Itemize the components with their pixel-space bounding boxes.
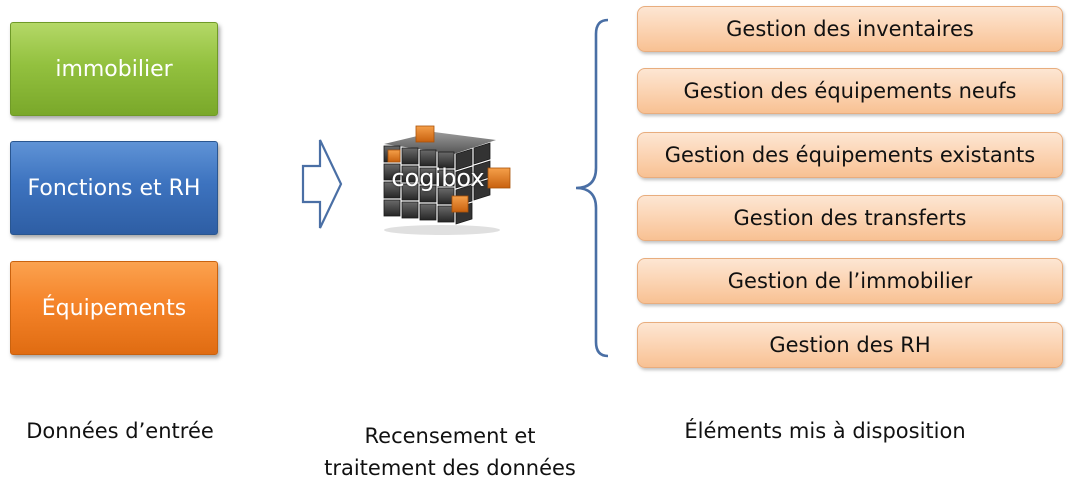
caption-input-data: Données d’entrée: [26, 419, 214, 443]
output-box-label: Gestion des transferts: [733, 206, 967, 230]
caption-processing-line-1: Recensement et: [364, 424, 536, 448]
output-box-label: Gestion des équipements neufs: [683, 79, 1017, 103]
input-box-equipements: Équipements: [10, 261, 218, 355]
cogibox-cube-icon: [383, 125, 511, 235]
input-box-label: Fonctions et RH: [27, 175, 201, 201]
output-box-equipements-existants: Gestion des équipements existants: [637, 132, 1063, 178]
output-box-transferts: Gestion des transferts: [637, 195, 1063, 241]
input-box-label: immobilier: [55, 56, 173, 82]
arrow-right-icon: [301, 139, 343, 229]
output-box-label: Gestion des équipements existants: [664, 143, 1036, 167]
output-box-label: Gestion des RH: [769, 333, 931, 357]
output-box-equipements-neufs: Gestion des équipements neufs: [637, 68, 1063, 114]
input-box-label: Équipements: [41, 295, 187, 321]
caption-output-elements: Éléments mis à disposition: [684, 419, 966, 443]
output-box-immobilier: Gestion de l’immobilier: [637, 258, 1063, 304]
cogibox-logo-text: cogibox: [391, 164, 485, 192]
curly-brace-icon: [575, 18, 609, 358]
input-box-fonctions-rh: Fonctions et RH: [10, 141, 218, 235]
output-box-label: Gestion de l’immobilier: [727, 269, 973, 293]
caption-processing: Recensement et traitement des données: [300, 420, 600, 484]
caption-processing-line-2: traitement des données: [324, 456, 576, 480]
output-box-rh: Gestion des RH: [637, 322, 1063, 368]
output-box-label: Gestion des inventaires: [726, 17, 974, 41]
output-box-inventaires: Gestion des inventaires: [637, 6, 1063, 52]
input-box-immobilier: immobilier: [10, 22, 218, 116]
